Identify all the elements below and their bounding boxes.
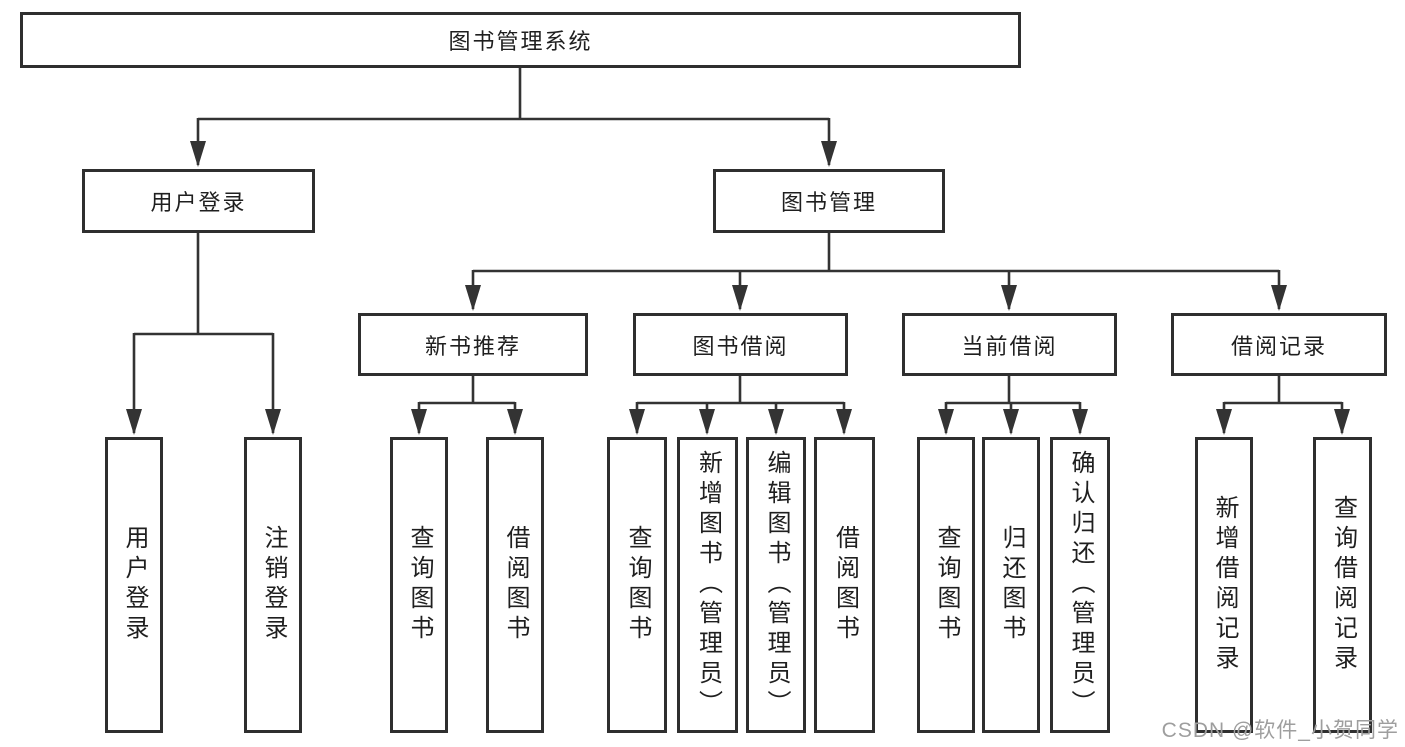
leaf-bb-borrow-books: 借阅图书 <box>814 437 875 733</box>
leaf-logout: 注销登录 <box>244 437 302 733</box>
node-book-borrow-label: 图书借阅 <box>692 333 789 359</box>
node-book-mgmt: 图书管理 <box>713 169 945 233</box>
node-user-login: 用户登录 <box>82 169 315 233</box>
node-user-login-label: 用户登录 <box>150 190 247 215</box>
node-new-book-recommend-label: 新书推荐 <box>424 333 521 359</box>
node-root-label: 图书管理系统 <box>448 29 593 54</box>
leaf-cb-return-books: 归还图书 <box>982 437 1040 733</box>
leaf-user-login: 用户登录 <box>105 437 163 733</box>
node-root: 图书管理系统 <box>20 12 1021 68</box>
csdn-watermark: CSDN @软件_小贺同学 <box>1161 719 1399 742</box>
leaf-cb-confirm-return-admin: 确认归还（管理员） <box>1050 437 1110 733</box>
node-book-mgmt-label: 图书管理 <box>780 190 877 215</box>
node-current-borrow: 当前借阅 <box>902 313 1117 376</box>
node-book-borrow: 图书借阅 <box>633 313 848 376</box>
node-current-borrow-label: 当前借阅 <box>961 333 1058 359</box>
node-borrow-records-label: 借阅记录 <box>1230 333 1327 359</box>
leaf-br-add-record: 新增借阅记录 <box>1195 437 1253 733</box>
leaf-bb-query-books: 查询图书 <box>607 437 667 733</box>
node-new-book-recommend: 新书推荐 <box>358 313 588 376</box>
leaf-nb-borrow-books: 借阅图书 <box>486 437 544 733</box>
leaf-nb-query-books: 查询图书 <box>390 437 448 733</box>
leaf-bb-edit-books-admin: 编辑图书（管理员） <box>746 437 806 733</box>
leaf-bb-add-books-admin: 新增图书（管理员） <box>677 437 738 733</box>
node-borrow-records: 借阅记录 <box>1171 313 1387 376</box>
leaf-br-query-record: 查询借阅记录 <box>1313 437 1372 733</box>
leaf-cb-query-books: 查询图书 <box>917 437 975 733</box>
